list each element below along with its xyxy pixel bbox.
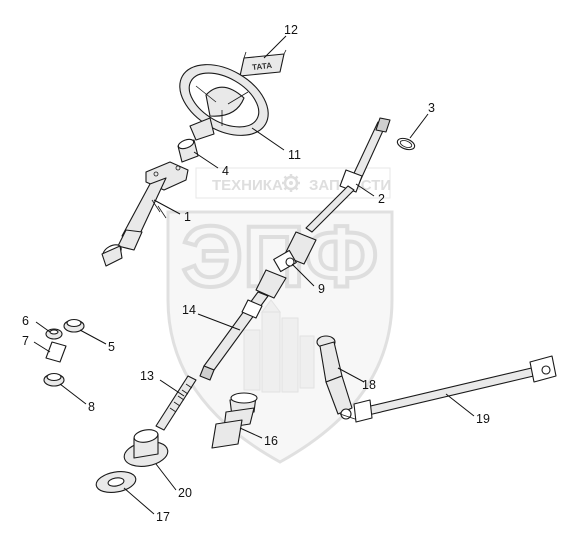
leader-12 xyxy=(263,35,287,59)
watermark-text-left: ТЕХНИКА xyxy=(212,177,283,194)
callout-5: 5 xyxy=(108,340,115,354)
leader-2 xyxy=(355,183,375,197)
leader-8 xyxy=(59,383,87,405)
part-1-column-housing xyxy=(101,161,189,267)
leader-16 xyxy=(239,427,263,439)
callout-numbers: 12 3 4 11 2 1 9 14 6 5 7 8 13 18 19 16 2… xyxy=(22,23,490,524)
callout-13: 13 xyxy=(140,369,154,383)
callout-19: 19 xyxy=(476,412,490,426)
part-19-tie-rod xyxy=(353,355,557,423)
leader-1 xyxy=(153,199,181,215)
nameplate-text: ТАТА xyxy=(252,61,273,72)
callout-3: 3 xyxy=(428,101,435,115)
callout-7: 7 xyxy=(22,334,29,348)
part-14-intermediate-shaft xyxy=(199,291,269,381)
leader-20 xyxy=(155,463,177,491)
leader-11 xyxy=(251,127,285,151)
callout-18: 18 xyxy=(362,378,376,392)
leader-6 xyxy=(35,321,51,333)
part-8-seat xyxy=(43,372,65,387)
leader-5 xyxy=(79,329,107,345)
callout-4: 4 xyxy=(222,164,229,178)
part-20-flange xyxy=(123,429,169,467)
callout-17: 17 xyxy=(156,510,170,524)
callout-20: 20 xyxy=(178,486,192,500)
part-18-pitman-arm xyxy=(316,335,359,421)
leader-4 xyxy=(193,151,219,169)
leader-lines xyxy=(33,35,475,515)
gear-icon xyxy=(282,174,300,192)
part-2-upper-shaft xyxy=(305,117,391,233)
part-16-boot xyxy=(211,392,258,449)
part-4-bushing xyxy=(177,138,199,163)
leader-19 xyxy=(445,393,475,417)
part-17-plate xyxy=(95,471,137,493)
callout-1: 1 xyxy=(184,210,191,224)
part-12-nameplate: ТАТА xyxy=(239,49,287,77)
leader-7 xyxy=(33,341,51,353)
leader-9 xyxy=(291,263,315,287)
callout-2: 2 xyxy=(378,192,385,206)
callout-6: 6 xyxy=(22,314,29,328)
leader-18 xyxy=(337,367,365,383)
callout-8: 8 xyxy=(88,400,95,414)
callout-16: 16 xyxy=(264,434,278,448)
callout-14: 14 xyxy=(182,303,196,317)
part-5-cap xyxy=(63,318,85,333)
part-13-splined-shaft xyxy=(155,375,197,431)
leader-17 xyxy=(123,487,155,515)
part-3-ring xyxy=(396,137,416,151)
leader-3 xyxy=(409,113,429,139)
part-7-spring xyxy=(45,341,67,363)
callout-11: 11 xyxy=(288,148,301,162)
leader-14 xyxy=(197,313,241,331)
callout-9: 9 xyxy=(318,282,325,296)
part-9-universal-joint xyxy=(255,231,317,299)
callout-12: 12 xyxy=(284,23,298,37)
leader-13 xyxy=(159,379,185,397)
part-11-steering-wheel xyxy=(179,64,269,141)
watermark-towers xyxy=(243,299,315,393)
